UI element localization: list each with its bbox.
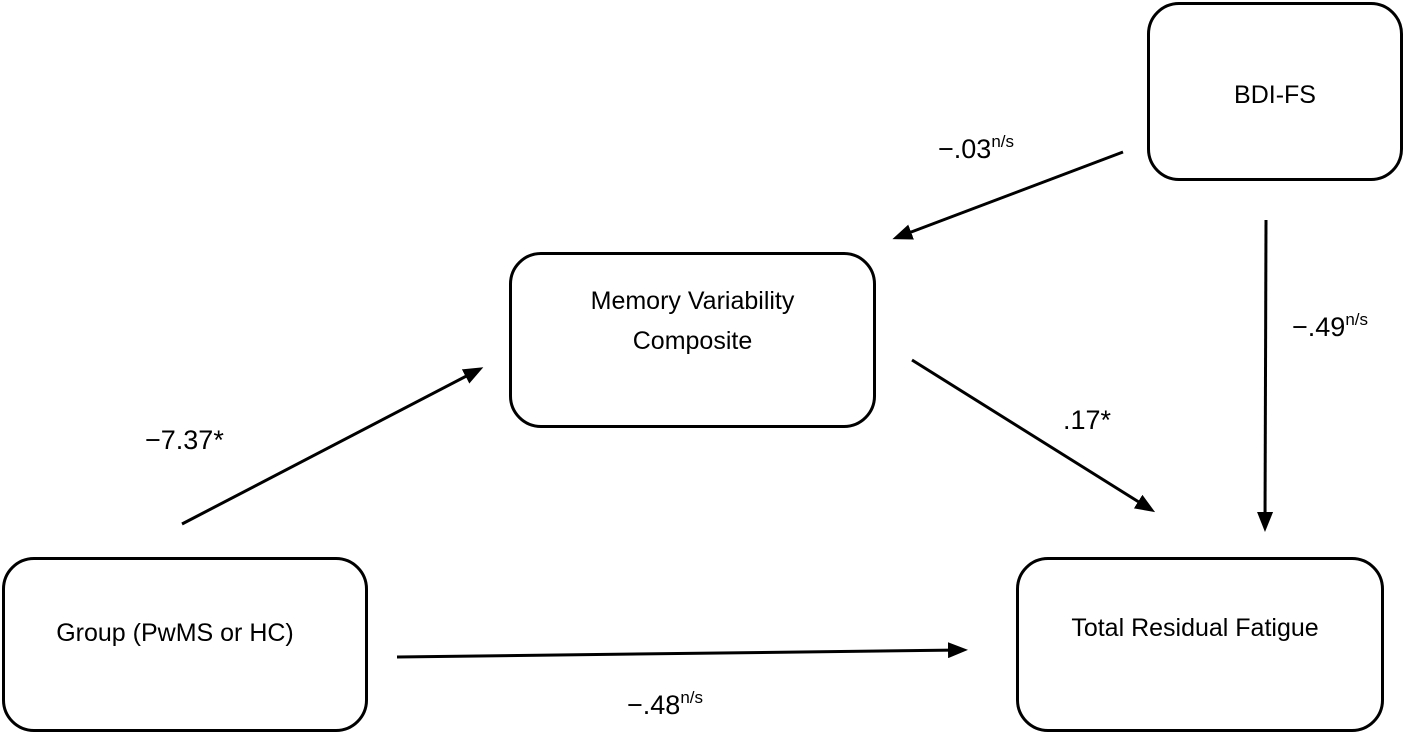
node-label: Group (PwMS or HC) <box>56 619 294 647</box>
coefficient-value: −.48 <box>627 690 681 720</box>
coefficient-value: −.03 <box>938 134 992 164</box>
significance-marker: n/s <box>991 132 1014 151</box>
node-group: Group (PwMS or HC) <box>2 557 368 732</box>
node-label: BDI-FS <box>1234 81 1316 109</box>
node-label: Memory Variability Composite <box>590 287 795 355</box>
significance-marker: * <box>1100 405 1112 435</box>
arrow-memory-to-fatigue <box>911 358 1156 513</box>
arrow-group-to-memory <box>181 367 484 526</box>
node-total-residual-fatigue: Total Residual Fatigue <box>1016 557 1384 732</box>
significance-marker: n/s <box>680 688 703 707</box>
significance-marker: n/s <box>1345 310 1368 329</box>
node-bdi-fs: BDI-FS <box>1147 2 1403 181</box>
coefficient-value: −.49 <box>1292 312 1346 342</box>
arrow-group-to-fatigue <box>396 642 968 659</box>
node-memory-variability-composite: Memory Variability Composite <box>509 252 876 428</box>
arrow-bdi-to-memory <box>892 150 1124 240</box>
significance-marker: * <box>213 425 224 455</box>
coefficient-group-memory: −7.37* <box>145 425 224 456</box>
coefficient-bdi-memory: −.03n/s <box>938 132 1014 165</box>
coefficient-memory-fatigue: .17* <box>1063 405 1111 436</box>
coefficient-group-fatigue: −.48n/s <box>627 688 703 721</box>
coefficient-value: −7.37 <box>145 425 214 455</box>
coefficient-bdi-fatigue: −.49n/s <box>1292 310 1368 343</box>
node-label: Total Residual Fatigue <box>1071 614 1319 642</box>
arrow-bdi-to-fatigue <box>1257 219 1274 532</box>
coefficient-value: .17 <box>1063 405 1101 435</box>
